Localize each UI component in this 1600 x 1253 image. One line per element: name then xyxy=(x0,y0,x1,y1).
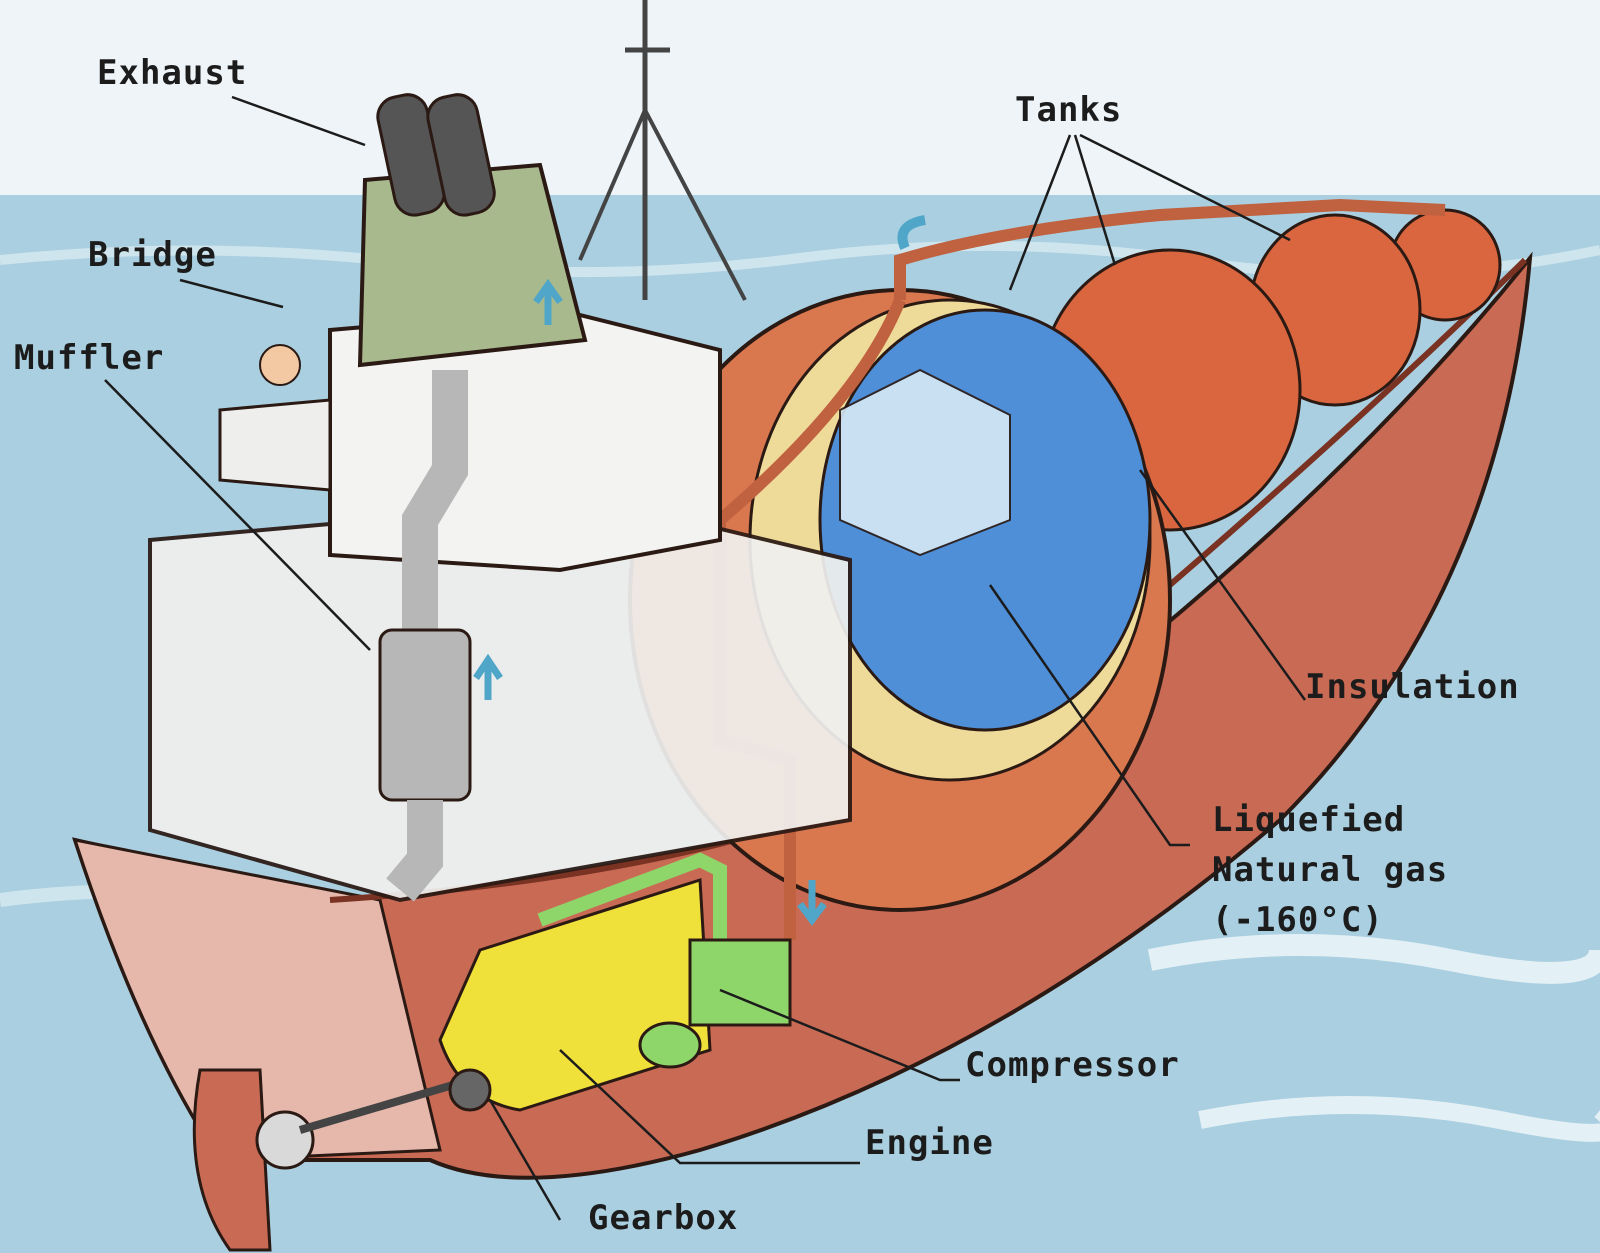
mast-strut xyxy=(578,109,647,261)
compressor-motor xyxy=(638,1021,702,1069)
label-gearbox: Gearbox xyxy=(588,1198,739,1238)
label-compressor: Compressor xyxy=(965,1045,1180,1085)
leader-exhaust xyxy=(231,95,366,147)
leader-compressor xyxy=(719,988,960,1082)
muffler-body xyxy=(378,628,472,802)
lng-surface-block xyxy=(839,368,1011,557)
label-lng-line-3: (-160°C) xyxy=(1212,900,1384,940)
propeller-shaft xyxy=(298,1076,472,1134)
mast-strut xyxy=(643,109,747,301)
leader-tanks xyxy=(1073,134,1117,266)
leader-insulation xyxy=(1138,469,1307,701)
label-exhaust: Exhaust xyxy=(97,53,248,93)
label-tanks: Tanks xyxy=(1015,90,1123,130)
leader-tanks xyxy=(1079,133,1291,242)
bridge-wing xyxy=(218,398,332,492)
flow-arrow-icon xyxy=(473,653,503,700)
exhaust-pipe xyxy=(426,93,496,217)
sky xyxy=(0,0,1600,200)
leader-gearbox xyxy=(488,1099,562,1221)
gearbox-body xyxy=(448,1068,492,1112)
propeller xyxy=(255,1110,315,1170)
tank-piping xyxy=(894,198,1446,300)
label-lng-line-1: Liquefied xyxy=(1212,800,1406,840)
label-muffler: Muffler xyxy=(14,338,165,378)
leader-engine xyxy=(559,1049,860,1165)
sea-wave xyxy=(1198,1096,1600,1142)
leader-tanks xyxy=(1008,134,1072,291)
label-engine: Engine xyxy=(865,1123,994,1163)
engine-manifold xyxy=(537,852,727,950)
label-liquefied-natural-gas: Liquefied Natural gas (-160°C) xyxy=(1212,795,1448,945)
exhaust-duct xyxy=(402,370,468,640)
flow-arrow-icon xyxy=(897,215,927,250)
leader-bridge xyxy=(179,278,284,309)
sea-wave xyxy=(1147,934,1600,984)
leader-lng xyxy=(988,584,1190,847)
flow-arrow-icon xyxy=(533,278,563,325)
rudder xyxy=(192,1068,272,1252)
exhaust-duct-lower xyxy=(386,800,443,902)
label-bridge: Bridge xyxy=(88,235,217,275)
leader-muffler xyxy=(104,379,371,651)
label-insulation: Insulation xyxy=(1305,667,1520,707)
bridge-crew-figure xyxy=(259,344,301,386)
flow-arrow-icon xyxy=(797,880,827,926)
leader-lines xyxy=(104,95,1307,1221)
label-lng-line-2: Natural gas xyxy=(1212,850,1449,890)
